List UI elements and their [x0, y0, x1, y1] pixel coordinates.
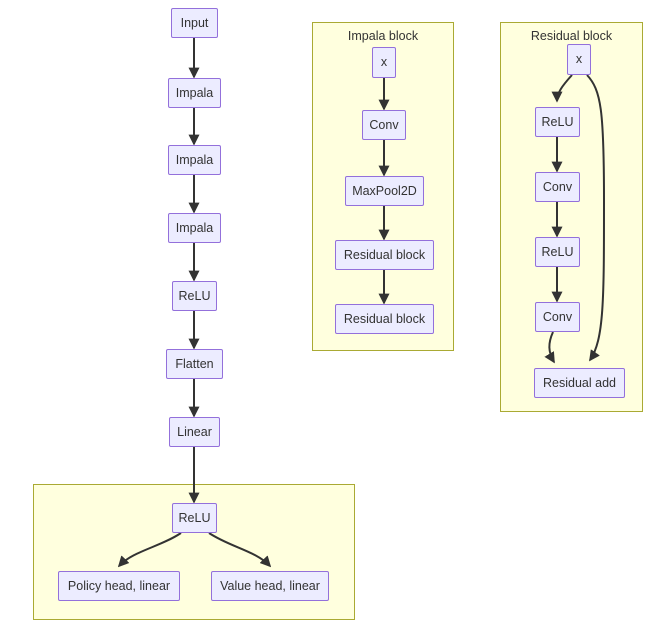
node-value_head[interactable]: Value head, linear: [211, 571, 329, 601]
node-rb_add[interactable]: Residual add: [534, 368, 625, 398]
node-label: Policy head, linear: [67, 578, 171, 593]
node-label: x: [575, 52, 583, 67]
node-label: Conv: [542, 179, 573, 194]
node-relu1[interactable]: ReLU: [172, 281, 217, 311]
subgraph-residual-block-title: Residual block: [530, 29, 613, 43]
node-impala2[interactable]: Impala: [168, 145, 221, 175]
node-label: ReLU: [541, 244, 574, 259]
node-label: Residual add: [543, 375, 616, 390]
node-ib_x[interactable]: x: [372, 47, 396, 78]
node-label: MaxPool2D: [352, 183, 417, 198]
node-label: Residual block: [343, 311, 426, 326]
node-ib_pool[interactable]: MaxPool2D: [345, 176, 424, 206]
node-impala3[interactable]: Impala: [168, 213, 221, 243]
node-rb_relu2[interactable]: ReLU: [535, 237, 580, 267]
node-ib_conv[interactable]: Conv: [362, 110, 406, 140]
node-linear[interactable]: Linear: [169, 417, 220, 447]
node-input[interactable]: Input: [171, 8, 218, 38]
node-relu2[interactable]: ReLU: [172, 503, 217, 533]
node-label: ReLU: [178, 288, 211, 303]
node-rb_conv1[interactable]: Conv: [535, 172, 580, 202]
node-flatten[interactable]: Flatten: [166, 349, 223, 379]
node-rb_relu1[interactable]: ReLU: [535, 107, 580, 137]
node-label: x: [380, 55, 388, 70]
node-label: Conv: [542, 309, 573, 324]
node-label: Impala: [175, 220, 214, 235]
node-label: Impala: [175, 85, 214, 100]
node-label: Value head, linear: [220, 578, 320, 593]
node-impala1[interactable]: Impala: [168, 78, 221, 108]
node-ib_res1[interactable]: Residual block: [335, 240, 434, 270]
node-label: Conv: [369, 117, 399, 132]
node-label: Flatten: [175, 356, 214, 371]
node-label: Residual block: [343, 247, 426, 262]
node-rb_x[interactable]: x: [567, 44, 591, 75]
node-ib_res2[interactable]: Residual block: [335, 304, 434, 334]
subgraph-impala-block-title: Impala block: [347, 29, 419, 43]
node-label: Linear: [177, 424, 212, 439]
node-label: ReLU: [541, 114, 574, 129]
subgraph-residual-block: Residual block: [500, 22, 643, 412]
node-label: ReLU: [178, 510, 211, 525]
node-label: Impala: [175, 152, 214, 167]
node-policy_head[interactable]: Policy head, linear: [58, 571, 180, 601]
node-label: Input: [180, 15, 209, 30]
node-rb_conv2[interactable]: Conv: [535, 302, 580, 332]
